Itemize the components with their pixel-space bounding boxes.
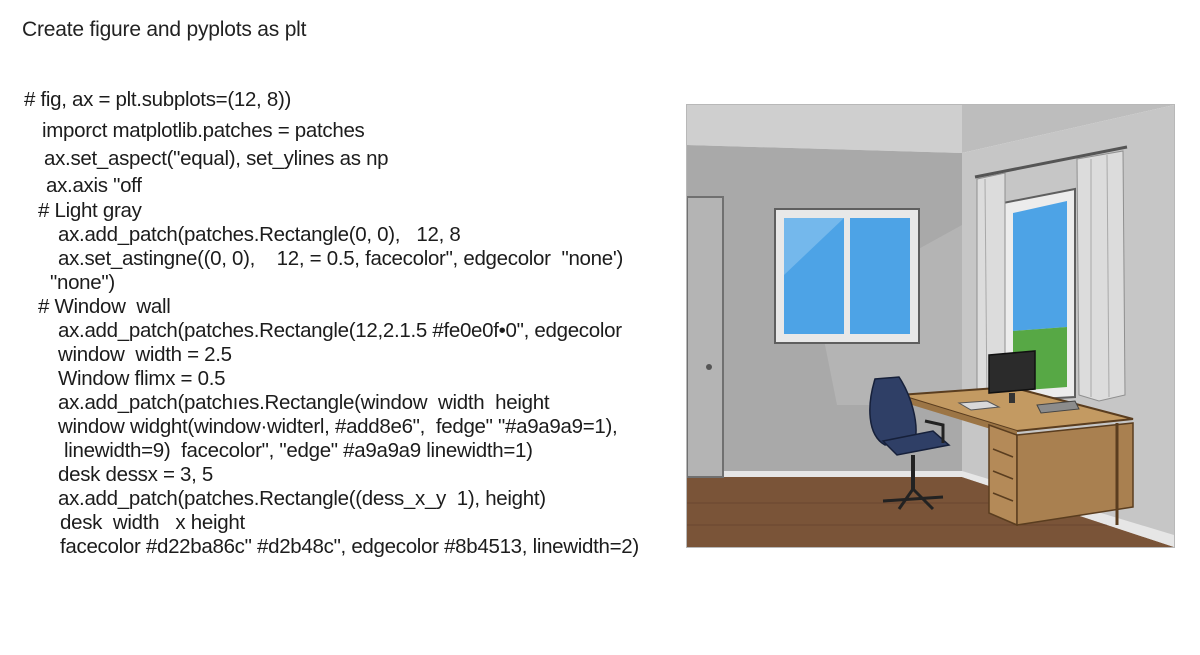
drawer-line — [992, 492, 1014, 502]
code-line: ax.set_aspect("equal), set_ylines as np — [44, 147, 389, 170]
code-line: # fig, ax = plt.subplots=(12, 8)) — [24, 88, 292, 111]
drawer-line — [992, 470, 1014, 480]
ceiling — [687, 105, 962, 153]
code-line: ax.add_patch(patches.Rectangle((dess_x_y… — [58, 487, 546, 510]
code-line: ax.axis "off — [46, 174, 142, 197]
desk-top — [898, 385, 1134, 433]
code-line: ax.set_astingne((0, 0), 12, = 0.5, facec… — [58, 247, 624, 270]
curtain-rod — [974, 145, 1128, 179]
chair-seat — [881, 430, 951, 456]
code-line: facecolor #d22ba86c" #d2b48c", edgecolor… — [60, 535, 639, 558]
code-line: window widght(window·widterl, #add8e6", … — [58, 415, 618, 438]
desk-side — [1016, 422, 1134, 526]
chair-base — [882, 495, 944, 503]
code-line: desk width x height — [60, 511, 245, 534]
door-knob — [706, 364, 712, 370]
drawer-line — [992, 448, 1014, 458]
code-line: linewidth=9) facecolor", "edge" #a9a9a9 … — [64, 439, 533, 462]
code-line: window width = 2.5 — [58, 343, 232, 366]
code-line: "none") — [50, 271, 115, 294]
code-line: ax.add_patch(patches.Rectangle(12,2.1.5 … — [58, 319, 622, 342]
room-drawing — [687, 105, 1174, 547]
curtain-right — [1076, 150, 1126, 402]
code-line: imporct matplotlib.patches = patches — [42, 119, 365, 142]
chair-arm — [924, 419, 945, 443]
window-glare — [784, 218, 844, 275]
side-window-sky — [1013, 201, 1067, 331]
code-line: Window flimx = 0.5 — [58, 367, 226, 390]
code-line: # Light gray — [38, 199, 142, 222]
desk-edge — [899, 395, 1017, 437]
code-line: ax.add_patch(patchıes.Rectangle(window w… — [58, 391, 550, 414]
room-illustration — [686, 104, 1175, 548]
monitor-stand — [1009, 393, 1015, 403]
code-line: ax.add_patch(patches.Rectangle(0, 0), 12… — [58, 223, 461, 246]
code-line: desk dessx = 3, 5 — [58, 463, 214, 486]
monitor — [988, 350, 1036, 394]
device — [1036, 400, 1080, 414]
back-window-pane-right — [850, 218, 910, 334]
curtain-fold — [984, 178, 988, 408]
code-line: # Window wall — [38, 295, 171, 318]
chair-base — [911, 487, 935, 511]
floor — [687, 477, 1174, 547]
baseboard — [687, 471, 962, 477]
door — [687, 196, 724, 478]
keyboard — [957, 400, 1001, 411]
chair-base — [897, 488, 915, 510]
page-heading: Create figure and pyplots as plt — [22, 18, 307, 41]
curtain-fold — [1090, 154, 1110, 398]
